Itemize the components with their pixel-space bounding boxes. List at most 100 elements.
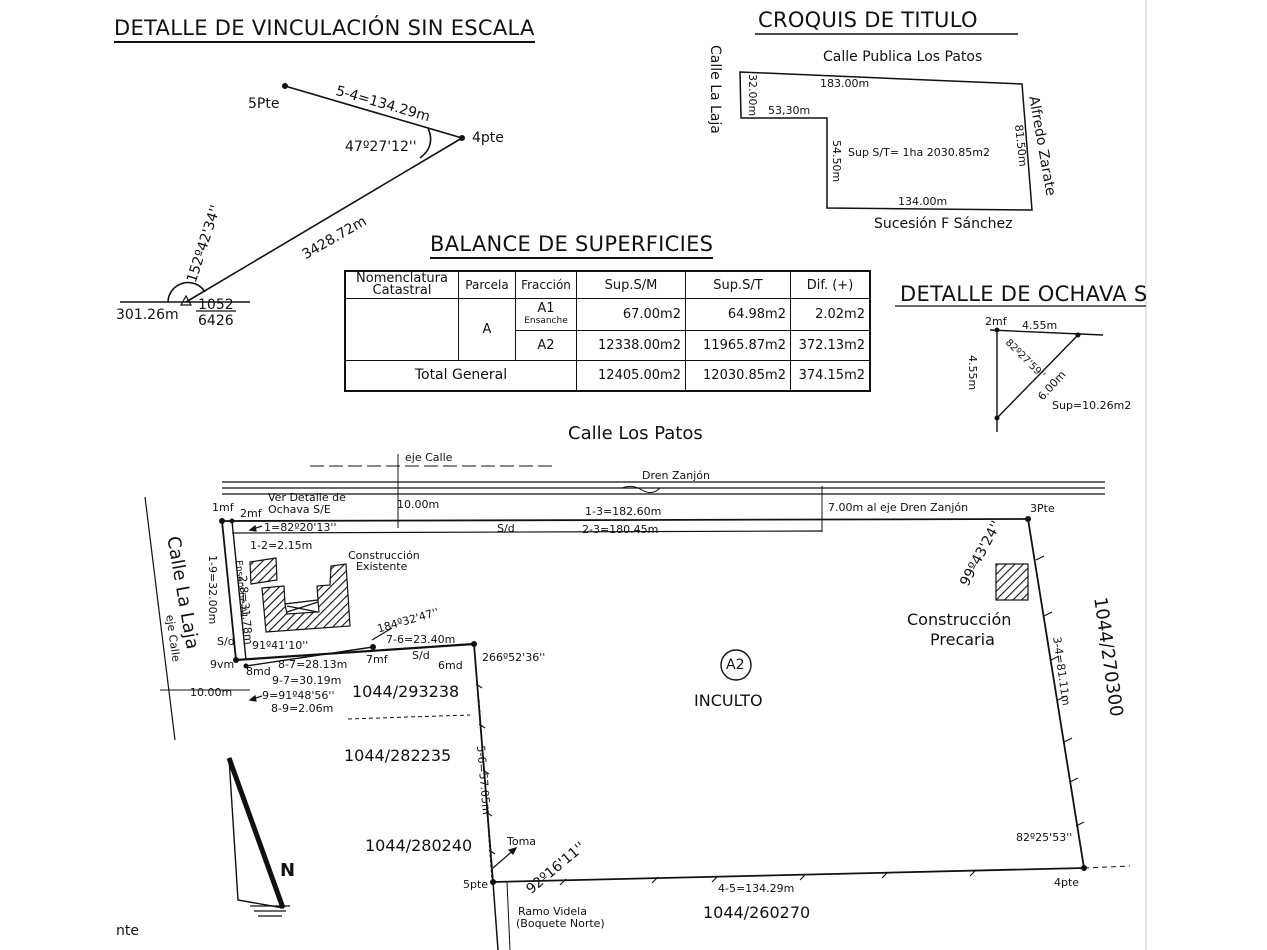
plan-angle-mid: 91º41'10'' (252, 639, 309, 652)
header-nomenclatura: Nomenclatura Catastral (344, 270, 459, 299)
cell-dif: 2.02m2 (790, 298, 871, 331)
cell-nomenclatura (344, 298, 459, 361)
plan-construccion-2: Existente (356, 560, 408, 573)
croquis-notch-len: 53,30m (768, 104, 811, 117)
ochava-area: Sup=10.26m2 (1052, 399, 1132, 412)
heading-balance: BALANCE DE SUPERFICIES (430, 232, 714, 259)
cell-parcela: A (458, 298, 516, 361)
plan-parcel-a: 1044/293238 (352, 682, 460, 701)
ochava-detail (895, 305, 1146, 432)
table-row: A2 12338.00m2 11965.87m2 372.13m2 (345, 330, 871, 361)
cell-total-label: Total General (344, 360, 577, 391)
vinc-pt5: 5Pte (248, 96, 280, 112)
croquis-street-top: Calle Publica Los Patos (823, 49, 983, 65)
cell-sup-st: 64.98m2 (685, 298, 791, 331)
plan-width-left: 10.00m (190, 686, 233, 699)
plan-angle9: 9=91º48'56'' (262, 689, 335, 702)
plan-side76: 7-6=23.40m (386, 633, 456, 646)
plan-dren: Dren Zanjón (642, 469, 710, 482)
plan-pt6: 6md (438, 659, 463, 672)
plan-angle6: 266º52'36'' (482, 651, 546, 664)
existing-construction (249, 557, 351, 633)
croquis-bottom-owner: Sucesión F Sánchez (874, 216, 1013, 232)
vinc-pt4: 4pte (472, 130, 504, 146)
cell-dif: 372.13m2 (790, 330, 871, 361)
plan-inculto: INCULTO (694, 691, 763, 710)
corner-points (219, 516, 1087, 885)
cell-fraccion: A2 (515, 330, 577, 361)
plan-side13: 1-3=182.60m (585, 505, 662, 518)
plan-eje-calle-top: eje Calle (405, 451, 453, 464)
plan-pt5: 5pte (463, 878, 489, 891)
croquis-left-len: 32.00m (746, 74, 759, 117)
plan-sd-top: S/d (497, 522, 515, 535)
plan-side87: 8-7=28.13m (278, 658, 348, 671)
croquis-inner-len: 54.50m (830, 140, 843, 183)
plan-pt9: 9vm (210, 658, 235, 671)
plan-angle1: 1=82º20'13'' (264, 521, 337, 534)
heading-croquis: CROQUIS DE TITULO (758, 8, 978, 32)
north-arrow-icon (226, 757, 290, 917)
plan-street-top: Calle Los Patos (568, 423, 703, 444)
cell-total-sm: 12405.00m2 (576, 360, 686, 391)
plan-sd-left: S/d (217, 635, 235, 648)
vinc-ref-top: 1052 (198, 297, 234, 313)
plan-angle4: 82º25'53'' (1016, 831, 1073, 844)
parcel-boundary (221, 518, 1131, 950)
plan-ver-detalle-2: Ochava S/E (268, 503, 331, 516)
plan-pt7: 7mf (366, 653, 388, 666)
plan-ramo-1: Ramo Videla (518, 905, 587, 918)
cell-sup-st: 11965.87m2 (685, 330, 791, 361)
pt-5-marker (282, 83, 288, 89)
heading-ochava: DETALLE DE OCHAVA S (900, 282, 1148, 306)
base-triangle-marker (179, 294, 193, 306)
ochava-pt: 2mf (985, 315, 1007, 328)
cell-total-dif: 374.15m2 (790, 360, 871, 391)
plan-side97: 9-7=30.19m (272, 674, 342, 687)
plan-pt4: 4pte (1054, 876, 1080, 889)
table-header-row: Nomenclatura Catastral Parcela Fracción … (344, 270, 871, 299)
plan-toma: Toma (507, 835, 537, 848)
plan-fraction: A2 (726, 657, 745, 673)
cell-total-st: 12030.85m2 (685, 360, 791, 391)
cell-sup-sm: 12338.00m2 (576, 330, 686, 361)
boundary-ticks (475, 555, 1085, 886)
plan-construccion-1: Construcción (348, 549, 420, 562)
fraccion-value: A1 (537, 300, 555, 316)
plan-side89: 8-9=2.06m (271, 702, 334, 715)
plan-parcel-b: 1044/282235 (344, 746, 452, 765)
heading-vinculacion: DETALLE DE VINCULACIÓN SIN ESCALA (114, 16, 535, 43)
croquis-street-left: Calle La Laja (707, 45, 723, 134)
plan-pt8: 8md (246, 665, 271, 678)
croquis-outline (739, 33, 1033, 211)
header-dif: Dif. (+) (790, 270, 871, 299)
plan-side19: 1-9=32.00m (206, 555, 219, 625)
plan-parcel-bottom: 1044/260270 (703, 903, 811, 922)
plan-parcel-c: 1044/280240 (365, 836, 473, 855)
plan-precaria-1: Construcción (907, 610, 1012, 629)
table-total-row: Total General 12405.00m2 12030.85m2 374.… (344, 360, 871, 391)
plan-fragment: nte (116, 923, 139, 939)
croquis-top-len: 183.00m (820, 77, 870, 90)
plan-precaria-2: Precaria (930, 630, 995, 649)
croquis-area: Sup S/T= 1ha 2030.85m2 (848, 146, 990, 159)
croquis-bottom-len: 134.00m (898, 195, 948, 208)
plan-pt1: 1mf (212, 501, 234, 514)
plan-side45: 4-5=134.29m (718, 882, 795, 895)
plan-ramo-2: (Boquete Norte) (516, 917, 605, 930)
cell-sup-sm: 67.00m2 (576, 298, 686, 331)
header-sup-sm: Sup.S/M (576, 270, 686, 299)
balance-table: Nomenclatura Catastral Parcela Fracción … (344, 270, 871, 392)
precarious-construction (995, 563, 1029, 601)
table-row: A A1 Ensanche 67.00m2 64.98m2 2.02m2 (344, 298, 871, 361)
plan-pt3: 3Pte (1030, 502, 1055, 515)
pointer-arrows (248, 524, 518, 869)
fraction-circle (720, 649, 752, 681)
ochava-left: 4.55m (966, 355, 979, 391)
vinc-angle4: 47º27'12'' (345, 139, 417, 155)
vinc-dist-left: 301.26m (116, 307, 179, 323)
pt-4-marker (459, 135, 465, 141)
plan-ver-detalle-1: Ver Detalle de (268, 491, 346, 504)
plan-side12: 1-2=2.15m (250, 539, 313, 552)
